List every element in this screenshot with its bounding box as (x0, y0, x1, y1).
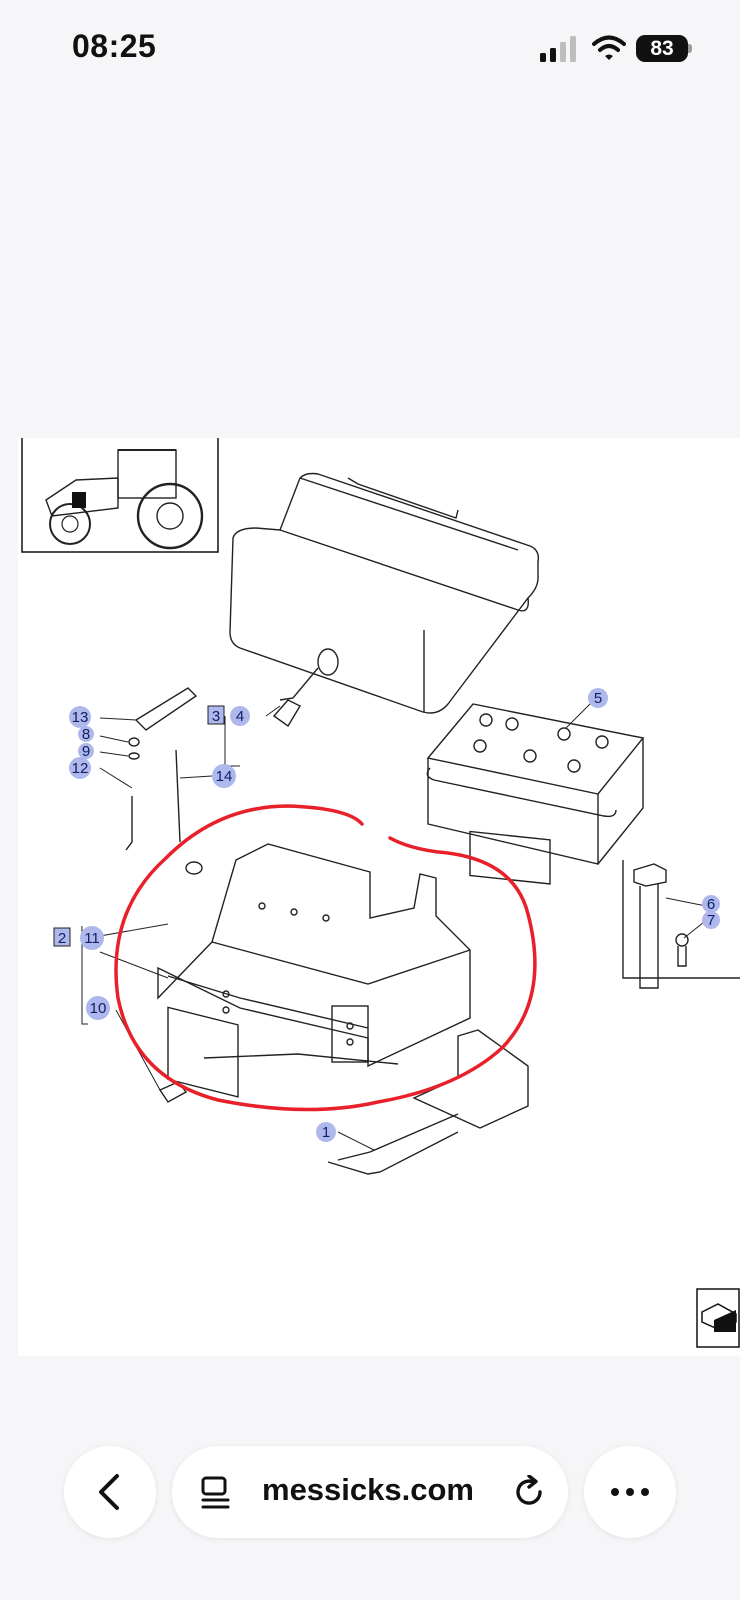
battery-part (426, 703, 645, 885)
svg-text:6: 6 (707, 896, 715, 913)
red-annotation-circle (114, 804, 537, 1112)
bolt-part (622, 860, 740, 989)
diagram-drawing: 13 8 9 12 3 4 14 5 (21, 438, 740, 1175)
next-page-icon[interactable] (696, 1288, 740, 1348)
back-button[interactable] (64, 1446, 156, 1538)
battery-level: 83 (636, 35, 688, 62)
back-chevron-icon (99, 1474, 119, 1510)
battery-icon: 83 (636, 35, 692, 62)
wifi-icon (592, 35, 626, 60)
parts-diagram: 13 8 9 12 3 4 14 5 (18, 438, 740, 1356)
svg-text:3: 3 (212, 708, 220, 725)
status-time: 08:25 (72, 28, 157, 64)
callout-3: 3 (207, 705, 225, 725)
svg-text:14: 14 (216, 768, 233, 785)
reader-icon[interactable] (200, 1476, 232, 1510)
reload-icon[interactable] (512, 1475, 546, 1509)
callout-12: 12 (69, 757, 91, 779)
callout-6: 6 (702, 895, 720, 913)
callout-13: 13 (69, 706, 91, 728)
callout-9: 9 (78, 743, 94, 760)
tractor-thumbnail (21, 438, 219, 553)
svg-text:13: 13 (72, 709, 89, 726)
battery-tray (157, 843, 471, 1098)
support-bracket (158, 1029, 529, 1175)
svg-text:5: 5 (594, 690, 602, 707)
status-bar: 08:25 83 (0, 0, 740, 100)
more-icon (611, 1488, 649, 1496)
svg-text:7: 7 (707, 912, 715, 929)
callout-2: 2 (53, 927, 71, 947)
svg-text:11: 11 (84, 930, 100, 947)
svg-text:2: 2 (58, 930, 66, 947)
callout-4: 4 (230, 706, 250, 726)
svg-text:8: 8 (82, 726, 90, 743)
svg-text:4: 4 (236, 708, 244, 725)
more-button[interactable] (584, 1446, 676, 1538)
address-bar[interactable]: messicks.com (172, 1446, 568, 1538)
leader-lines (81, 699, 707, 1151)
battery-nub (688, 44, 692, 53)
callout-5: 5 (588, 688, 608, 708)
svg-text:12: 12 (72, 760, 89, 777)
battery-cover (229, 472, 540, 714)
callout-1: 1 (316, 1122, 336, 1142)
svg-text:10: 10 (90, 1000, 107, 1017)
callout-7: 7 (702, 911, 720, 929)
address-text[interactable]: messicks.com (262, 1472, 474, 1507)
signal-icon (540, 36, 576, 62)
svg-text:9: 9 (82, 743, 90, 760)
callout-8: 8 (78, 726, 94, 743)
callout-10: 10 (86, 996, 110, 1020)
hold-down-parts (125, 687, 301, 851)
svg-text:1: 1 (322, 1124, 330, 1141)
callout-11: 11 (80, 926, 104, 950)
callout-14: 14 (212, 764, 236, 788)
